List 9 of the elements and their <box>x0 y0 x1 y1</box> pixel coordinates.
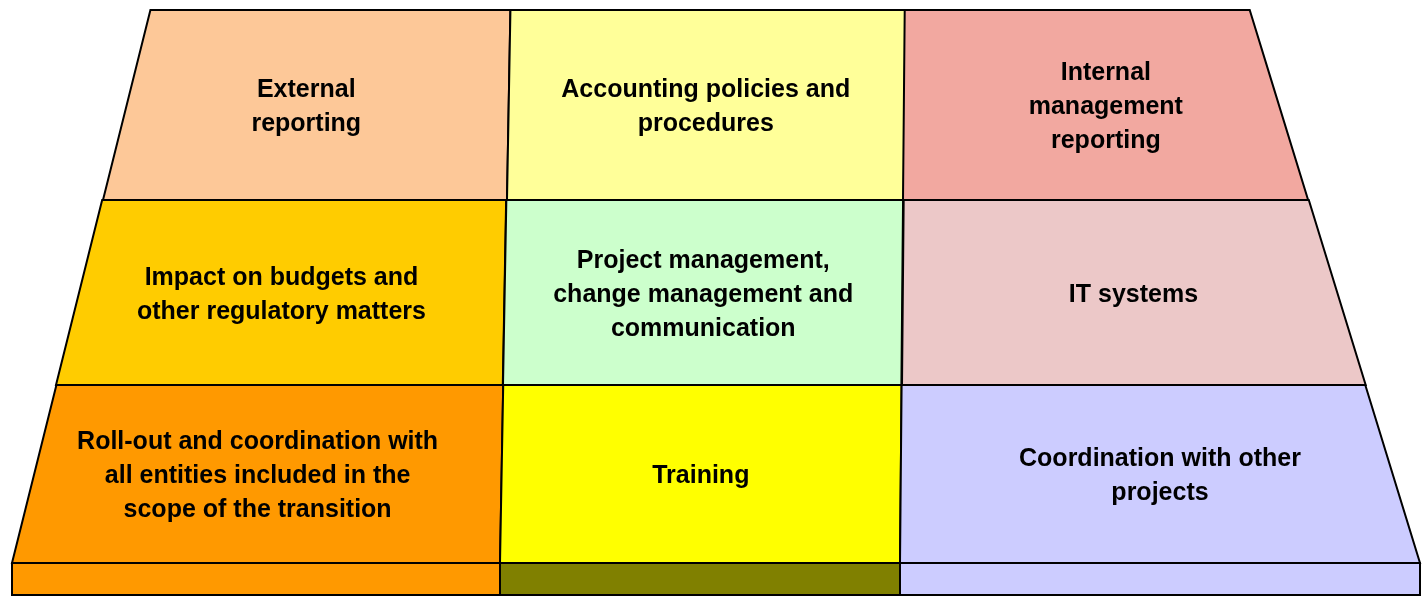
piece-label: Training <box>651 459 751 490</box>
piece-label: Impact on budgets and other regulatory matters <box>136 260 427 326</box>
piece-label: External reporting <box>250 73 363 138</box>
piece-label: IT systems <box>1067 277 1200 309</box>
piece-label: Internal management reporting <box>1027 56 1184 155</box>
piece-label: Roll-out and coordination with all entities included in the scope of the transition <box>76 425 440 524</box>
piece-label: Accounting policies and procedures <box>560 73 851 138</box>
piece-label: Project management, change management and communication <box>552 243 855 343</box>
piece-label: Coordination with other projects <box>1018 442 1302 507</box>
